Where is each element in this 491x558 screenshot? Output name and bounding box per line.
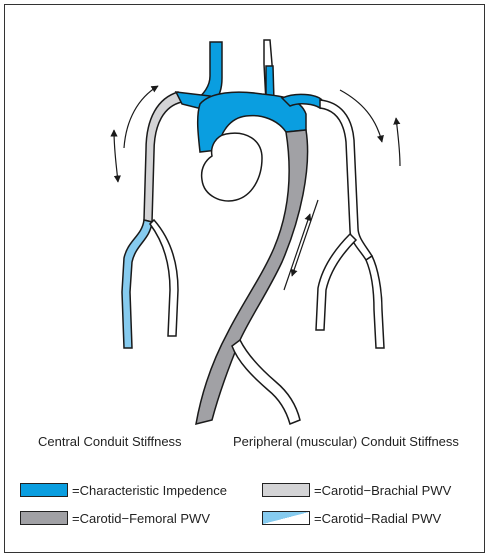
carotid-femoral-label: =Carotid−Femoral PWV	[72, 511, 210, 526]
legend-item-carotid-radial: =Carotid−Radial PWV	[262, 509, 441, 527]
characteristic-impedance-swatch	[20, 483, 68, 497]
characteristic-impedance-label: =Characteristic Impedence	[72, 483, 227, 498]
legend-item-carotid-femoral: =Carotid−Femoral PWV	[20, 509, 210, 527]
left-forearm-medial-artery	[316, 234, 356, 330]
carotid-radial-swatch	[262, 511, 310, 525]
left-subclavian-artery	[320, 100, 372, 260]
right-radial-artery	[122, 220, 152, 348]
right-ulnar-artery	[150, 220, 178, 336]
left-forearm-lateral-artery	[366, 256, 384, 348]
legend-item-carotid-brachial: =Carotid−Brachial PWV	[262, 481, 451, 499]
carotid-radial-label: =Carotid−Radial PWV	[314, 511, 441, 526]
legend-item-characteristic-impedance: =Characteristic Impedence	[20, 481, 227, 499]
arrow-left-inner	[114, 130, 118, 182]
arrow-right-inner	[396, 118, 400, 166]
carotid-brachial-swatch	[262, 483, 310, 497]
right-subclavian-artery	[144, 92, 182, 222]
carotid-femoral-swatch	[20, 511, 68, 525]
left-iliac-artery	[232, 340, 300, 424]
carotid-brachial-label: =Carotid−Brachial PWV	[314, 483, 451, 498]
peripheral-stiffness-caption: Peripheral (muscular) Conduit Stiffness	[233, 434, 459, 449]
central-stiffness-caption: Central Conduit Stiffness	[38, 434, 182, 449]
